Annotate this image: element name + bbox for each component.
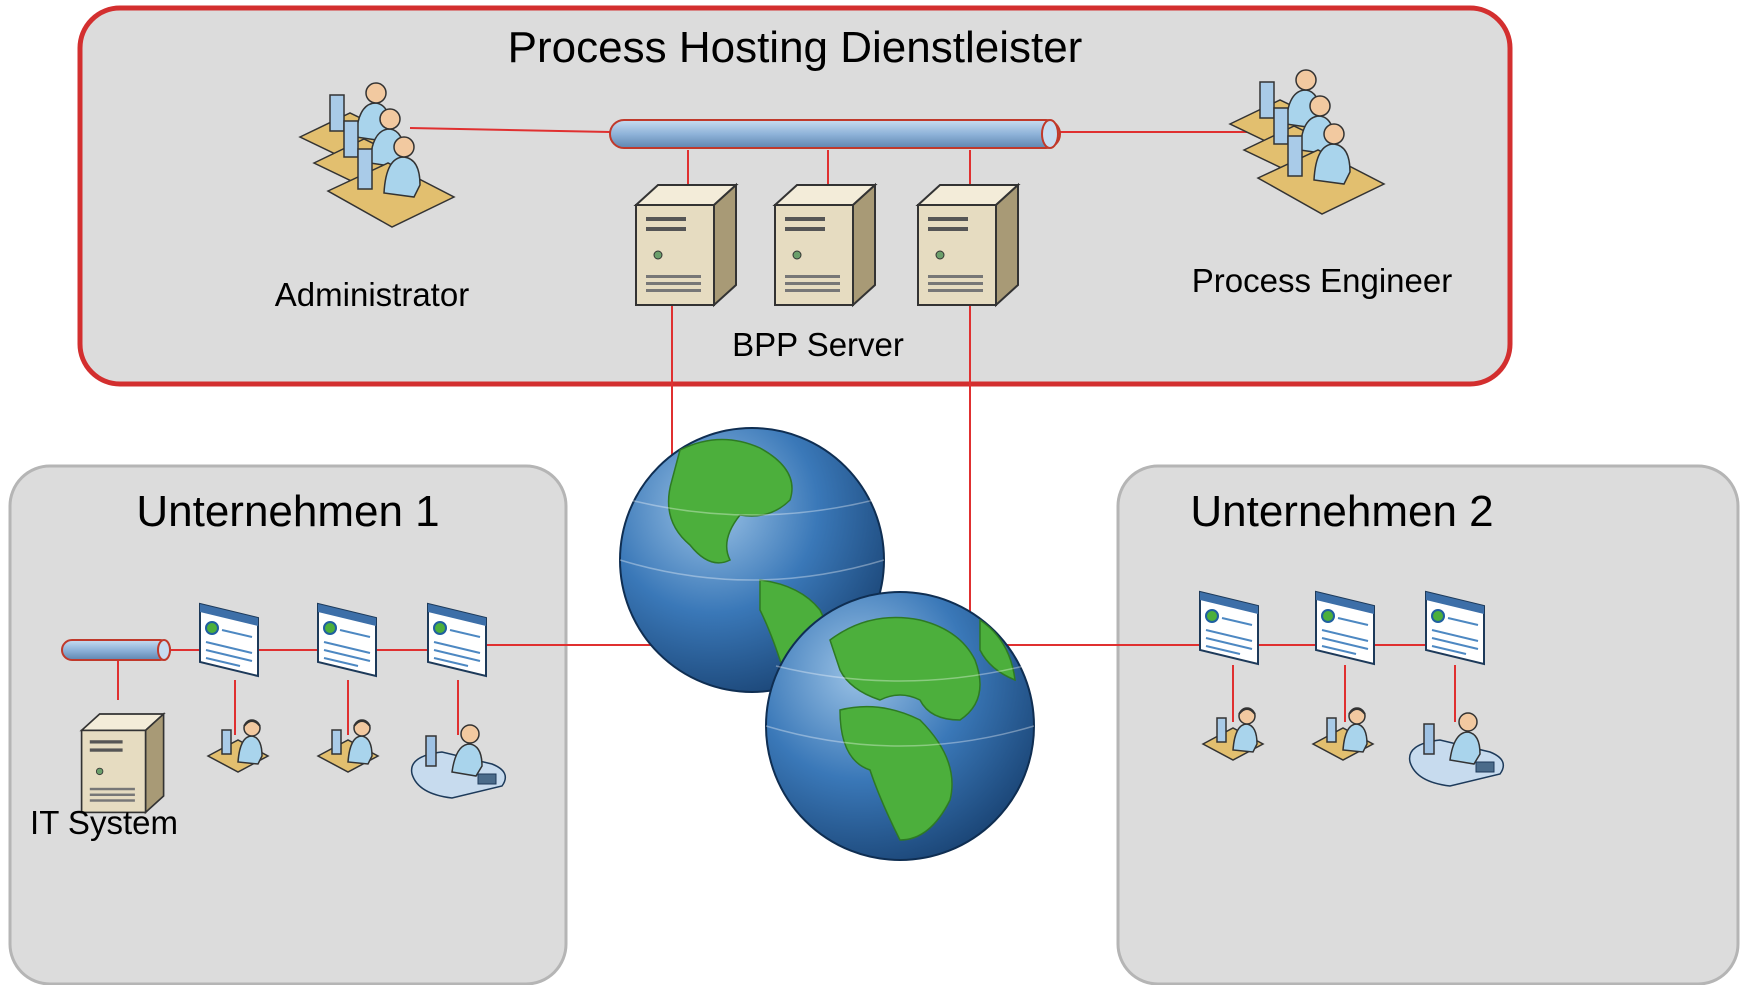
administrator-label: Administrator	[275, 276, 469, 313]
company1-panel	[8, 464, 568, 985]
server-tower-icon	[80, 713, 165, 814]
company1-title: Unternehmen 1	[136, 487, 439, 536]
hosting-title: Process Hosting Dienstleister	[508, 23, 1083, 72]
network-bus-icon	[609, 119, 1061, 149]
it-system-label: IT System	[30, 804, 178, 841]
bpp-server-label: BPP Server	[732, 326, 904, 363]
server-tower-icon	[635, 184, 737, 306]
network-bus-icon	[61, 639, 171, 661]
server-tower-icon	[774, 184, 876, 306]
server-tower-icon	[917, 184, 1019, 306]
globe-icon	[765, 591, 1035, 861]
process-engineer-label: Process Engineer	[1192, 262, 1452, 299]
company2-title: Unternehmen 2	[1190, 487, 1493, 536]
